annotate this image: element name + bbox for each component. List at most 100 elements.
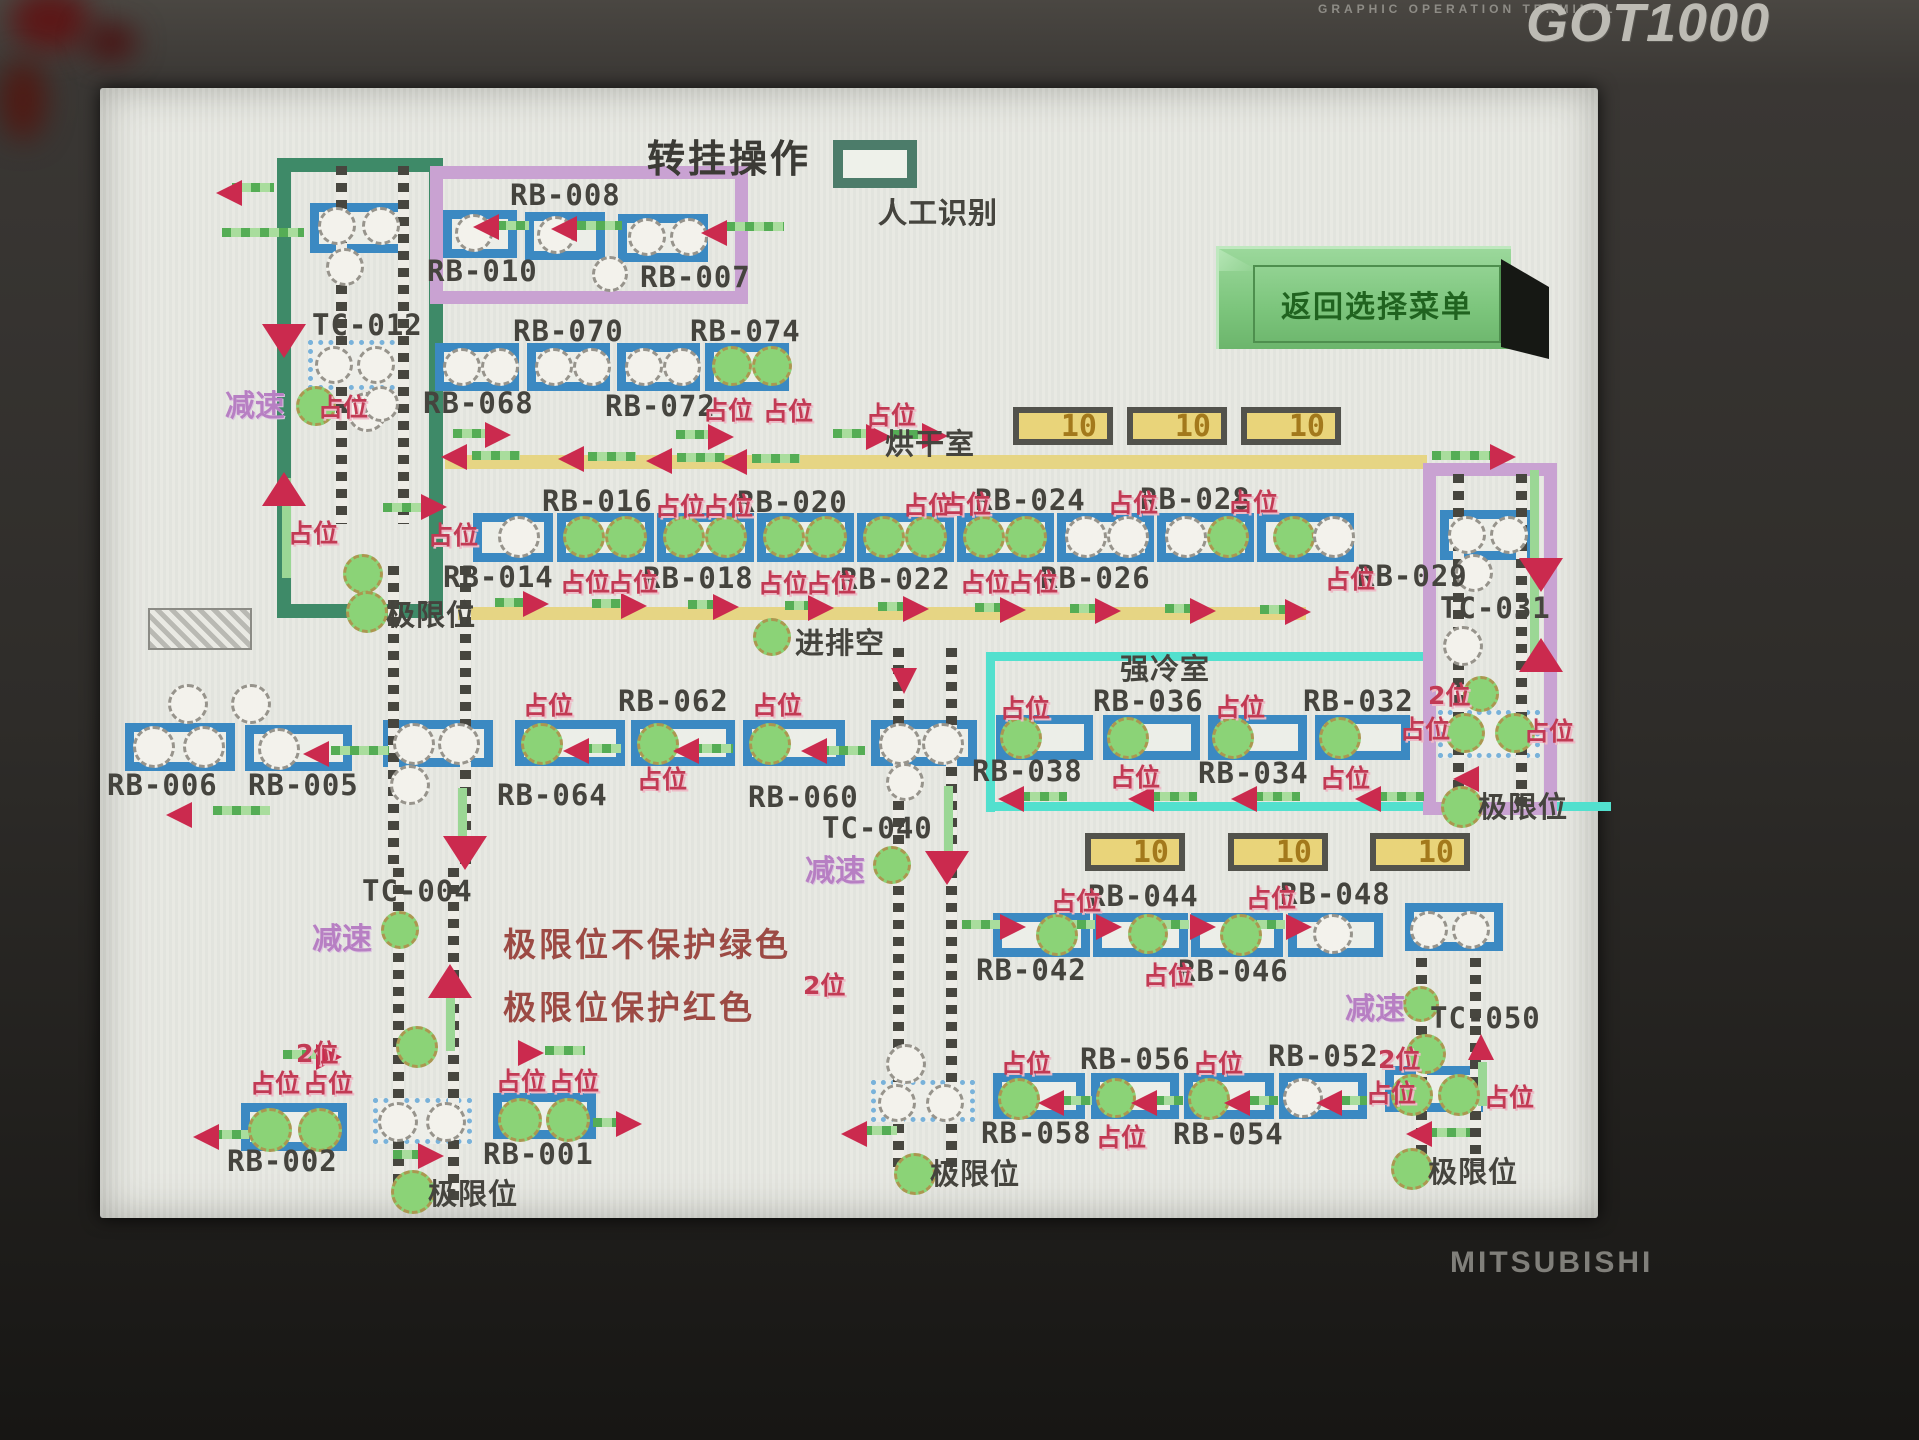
diagram-label: 进排空 xyxy=(795,626,886,660)
conveyor-line xyxy=(383,503,423,512)
arrow-left-icon xyxy=(473,214,499,240)
status-lamp-empty xyxy=(1443,626,1483,666)
status-lamp-empty xyxy=(363,386,399,422)
status-lamp-occupied xyxy=(712,346,752,386)
status-lamp-occupied xyxy=(637,723,679,765)
arrow-right-icon xyxy=(1286,914,1312,940)
arrow-left-icon xyxy=(1231,786,1257,812)
decel-tag: 减速 xyxy=(805,854,865,889)
arrow-left-icon xyxy=(558,446,584,472)
status-lamp-occupied xyxy=(1207,516,1249,558)
occupied-tag: 占位 xyxy=(1366,1079,1417,1108)
conveyor-line xyxy=(1151,792,1197,801)
diagram-label: RB-014 xyxy=(443,560,554,594)
diagram-label: 转挂操作 xyxy=(647,137,812,181)
arrow-left-icon xyxy=(801,738,827,764)
occupied-tag: 占位 xyxy=(318,393,369,422)
occupied-tag: 占位 xyxy=(763,397,814,426)
conveyor-line xyxy=(592,599,622,608)
arrow-left-icon xyxy=(646,448,672,474)
occupied-tag: 占位 xyxy=(752,691,803,720)
diagram-label: 极限位 xyxy=(428,1177,519,1211)
diagram-label: RB-058 xyxy=(981,1116,1092,1150)
occupied-tag: 2位 xyxy=(1428,681,1471,710)
track-rail xyxy=(946,648,957,1168)
arrow-right-icon xyxy=(922,423,948,449)
arrow-left-icon xyxy=(1038,1090,1064,1116)
occupied-tag: 占位 xyxy=(1320,764,1371,793)
status-lamp-empty xyxy=(426,1102,466,1142)
conveyor-line xyxy=(1248,920,1285,929)
status-lamp-occupied xyxy=(1391,1148,1433,1190)
occupied-tag: 占位 xyxy=(1524,717,1575,746)
arrow-up-icon xyxy=(1468,1034,1494,1060)
occupied-tag: 占位 xyxy=(496,1067,547,1096)
arrow-right-icon xyxy=(1000,597,1026,623)
status-lamp-occupied xyxy=(863,516,905,558)
conveyor-line xyxy=(331,746,389,755)
page-title: 转挂操作 xyxy=(647,137,812,181)
status-lamp-empty xyxy=(183,726,225,768)
diagram-label: RB-029 xyxy=(1357,559,1468,593)
return-menu-button-label: 返回选择菜单 xyxy=(1253,265,1501,343)
occupied-tag: 占位 xyxy=(288,519,339,548)
dwell-counter[interactable]: 10 xyxy=(1085,833,1185,871)
status-lamp-occupied xyxy=(298,1108,342,1152)
status-lamp-occupied xyxy=(1438,1074,1480,1116)
occupied-tag: 占位 xyxy=(806,569,857,598)
status-lamp-occupied xyxy=(521,723,563,765)
arrow-left-icon xyxy=(441,444,467,470)
conveyor-line xyxy=(583,744,621,753)
diagram-label: RB-008 xyxy=(510,178,621,212)
conveyor-line xyxy=(1260,605,1287,614)
status-lamp-empty xyxy=(879,723,921,765)
zone-band xyxy=(986,652,1434,661)
hatched-block xyxy=(148,608,252,650)
dwell-counter[interactable]: 10 xyxy=(1370,833,1470,871)
status-lamp-empty xyxy=(1490,516,1528,554)
track-rail xyxy=(388,566,399,866)
status-lamp-empty xyxy=(1455,554,1493,592)
dwell-counter[interactable]: 10 xyxy=(1228,833,1328,871)
occupied-tag: 占位 xyxy=(703,396,754,425)
arrow-left-icon xyxy=(1355,786,1381,812)
occupied-tag: 占位 xyxy=(608,568,659,597)
status-lamp-occupied xyxy=(1036,914,1078,956)
arrow-right-icon xyxy=(708,424,734,450)
conveyor-line xyxy=(1432,451,1490,460)
arrow-left-icon xyxy=(303,741,329,767)
status-lamp-occupied xyxy=(1403,986,1439,1022)
status-lamp-occupied xyxy=(1319,717,1361,759)
arrow-right-icon xyxy=(616,1111,642,1137)
diagram-label: RB-068 xyxy=(423,386,534,420)
diagram-label: RB-042 xyxy=(976,953,1087,987)
conveyor-line-vertical xyxy=(282,478,291,578)
occupied-tag: 2位 xyxy=(803,971,846,1000)
conveyor-line xyxy=(1165,604,1192,613)
glare-reflection xyxy=(10,0,90,50)
dwell-counter[interactable]: 10 xyxy=(1241,407,1341,445)
arrow-left-icon xyxy=(216,180,242,206)
dwell-counter[interactable]: 10 xyxy=(1013,407,1113,445)
occupied-tag: 占位 xyxy=(1000,694,1051,723)
status-lamp-empty xyxy=(362,207,400,245)
return-menu-button[interactable]: 返回选择菜单 xyxy=(1216,246,1549,359)
arrow-right-icon xyxy=(1490,444,1516,470)
occupied-tag: 占位 xyxy=(637,765,688,794)
occupied-tag: 占位 xyxy=(1008,568,1059,597)
status-lamp-occupied xyxy=(391,1170,435,1214)
status-lamp-empty xyxy=(326,248,364,286)
occupied-tag: 占位 xyxy=(1143,961,1194,990)
conveyor-line xyxy=(1152,920,1189,929)
arrow-left-icon xyxy=(1406,1121,1432,1147)
status-lamp-occupied xyxy=(753,618,791,656)
diagram-label: RB-072 xyxy=(605,389,716,423)
conveyor-line xyxy=(1378,792,1424,801)
status-lamp-empty xyxy=(628,218,666,256)
dwell-counter[interactable]: 10 xyxy=(1127,407,1227,445)
manual-id-indicator[interactable] xyxy=(833,140,917,188)
arrow-left-icon xyxy=(1316,1090,1342,1116)
occupied-tag: 占位 xyxy=(1110,763,1161,792)
diagram-label: RB-048 xyxy=(1280,877,1391,911)
